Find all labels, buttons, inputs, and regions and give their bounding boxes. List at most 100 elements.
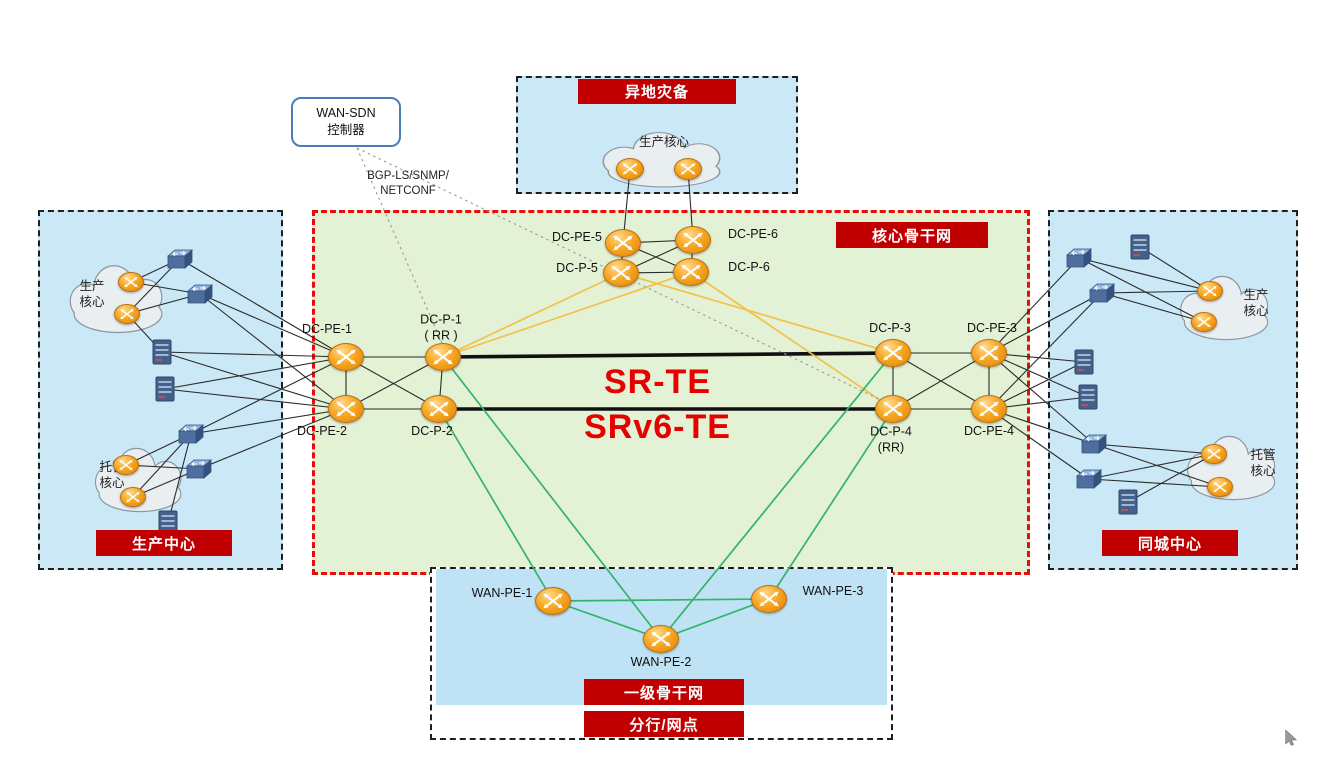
router-arrows-icon	[883, 345, 903, 361]
router-arrows-icon	[979, 401, 999, 417]
left-switch-4	[184, 457, 214, 481]
router-arrows-icon	[759, 591, 779, 607]
router-arrows-icon	[883, 401, 903, 417]
right-switch-4	[1074, 467, 1104, 491]
router-arrows-icon	[1213, 481, 1227, 493]
dc-p-3	[875, 339, 911, 367]
dr-cloud-label: 生产核心	[638, 134, 690, 149]
dc-pe-2	[328, 395, 364, 423]
chassis-icon	[1130, 234, 1150, 260]
banner-disaster-recovery: 异地灾备	[578, 79, 736, 104]
switch-icon	[177, 424, 205, 444]
wan-pe-1-label: WAN-PE-1	[471, 586, 533, 601]
dc-p-5-label: DC-P-5	[556, 261, 598, 276]
right-switch-2	[1087, 281, 1117, 305]
sr-te-line2: SRv6-TE	[584, 408, 731, 446]
router-icon	[113, 454, 139, 476]
right-cloud-router-4	[1207, 476, 1233, 498]
dc-p-4-label: DC-P-4 (RR)	[870, 424, 912, 454]
router-arrows-icon	[336, 349, 356, 365]
router-icon	[875, 395, 911, 423]
protocol-line2: NETCONF	[380, 184, 436, 197]
router-arrows-icon	[119, 459, 133, 471]
switch-icon	[1065, 248, 1093, 268]
router-icon	[675, 226, 711, 254]
router-icon	[603, 259, 639, 287]
router-arrows-icon	[126, 491, 140, 503]
right-chassis-4	[1116, 488, 1140, 516]
dr-router-1	[615, 158, 645, 180]
right-chassis-3	[1076, 383, 1100, 411]
router-icon	[1207, 476, 1233, 498]
dc-p-6-label: DC-P-6	[728, 260, 770, 275]
router-arrows-icon	[680, 163, 696, 175]
router-arrows-icon	[120, 308, 134, 320]
router-icon	[535, 587, 571, 615]
router-arrows-icon	[429, 401, 449, 417]
router-icon	[751, 585, 787, 613]
banner-branch-outlets: 分行/网点	[584, 711, 744, 737]
dc-pe-5	[605, 229, 641, 257]
right-chassis-1	[1128, 233, 1152, 261]
router-arrows-icon	[124, 276, 138, 288]
router-arrows-icon	[433, 349, 453, 365]
left-cloud-router-3	[113, 454, 139, 476]
router-arrows-icon	[336, 401, 356, 417]
router-arrows-icon	[1197, 316, 1211, 328]
left-switch-2	[185, 282, 215, 306]
chassis-icon	[1074, 349, 1094, 375]
left-cloud-router-4	[120, 486, 146, 508]
wan-pe-3	[751, 585, 787, 613]
switch-icon	[166, 249, 194, 269]
switch-icon	[1080, 434, 1108, 454]
right-switch-3	[1079, 432, 1109, 456]
router-icon	[425, 343, 461, 371]
left-switch-1	[165, 247, 195, 271]
router-icon	[328, 343, 364, 371]
right-hosted-cloud-label: 托管 核心	[1250, 447, 1276, 478]
banner-same-city-center: 同城中心	[1102, 530, 1238, 556]
wan-pe-1	[535, 587, 571, 615]
switch-icon	[1088, 283, 1116, 303]
router-arrows-icon	[622, 163, 638, 175]
left-cloud-router-1	[118, 271, 144, 293]
dc-pe-6-label: DC-PE-6	[727, 227, 779, 242]
router-icon	[421, 395, 457, 423]
right-prod-cloud-label: 生产 核心	[1243, 287, 1269, 318]
left-switch-3	[176, 422, 206, 446]
dc-pe-4	[971, 395, 1007, 423]
protocol-label: BGP-LS/SNMP/ NETCONF	[352, 169, 464, 199]
router-icon	[1201, 443, 1227, 465]
dc-pe-5-label: DC-PE-5	[551, 230, 603, 245]
dc-p-6	[673, 258, 709, 286]
router-arrows-icon	[979, 345, 999, 361]
right-cloud-router-2	[1191, 311, 1217, 333]
dc-pe-6	[675, 226, 711, 254]
wan-sdn-controller-box: WAN-SDN 控制器	[291, 97, 401, 147]
chassis-icon	[1118, 489, 1138, 515]
dc-p-2-label: DC-P-2	[411, 424, 453, 439]
router-icon	[875, 339, 911, 367]
router-arrows-icon	[681, 264, 701, 280]
right-chassis-2	[1072, 348, 1096, 376]
router-arrows-icon	[1203, 285, 1217, 297]
protocol-line1: BGP-LS/SNMP/	[367, 170, 449, 182]
router-arrows-icon	[611, 265, 631, 281]
chassis-icon	[155, 376, 175, 402]
left-chassis-2	[153, 375, 177, 403]
router-icon	[605, 229, 641, 257]
router-icon	[118, 271, 144, 293]
chassis-icon	[152, 339, 172, 365]
router-arrows-icon	[1207, 448, 1221, 460]
dr-router-2	[673, 158, 703, 180]
left-chassis-1	[150, 338, 174, 366]
dc-pe-3	[971, 339, 1007, 367]
wan-pe-2	[643, 625, 679, 653]
right-cloud-router-3	[1201, 443, 1227, 465]
router-icon	[1197, 280, 1223, 302]
switch-icon	[1075, 469, 1103, 489]
banner-production-center: 生产中心	[96, 530, 232, 556]
router-arrows-icon	[613, 235, 633, 251]
wan-pe-3-label: WAN-PE-3	[802, 584, 864, 599]
mouse-cursor	[1285, 729, 1298, 746]
